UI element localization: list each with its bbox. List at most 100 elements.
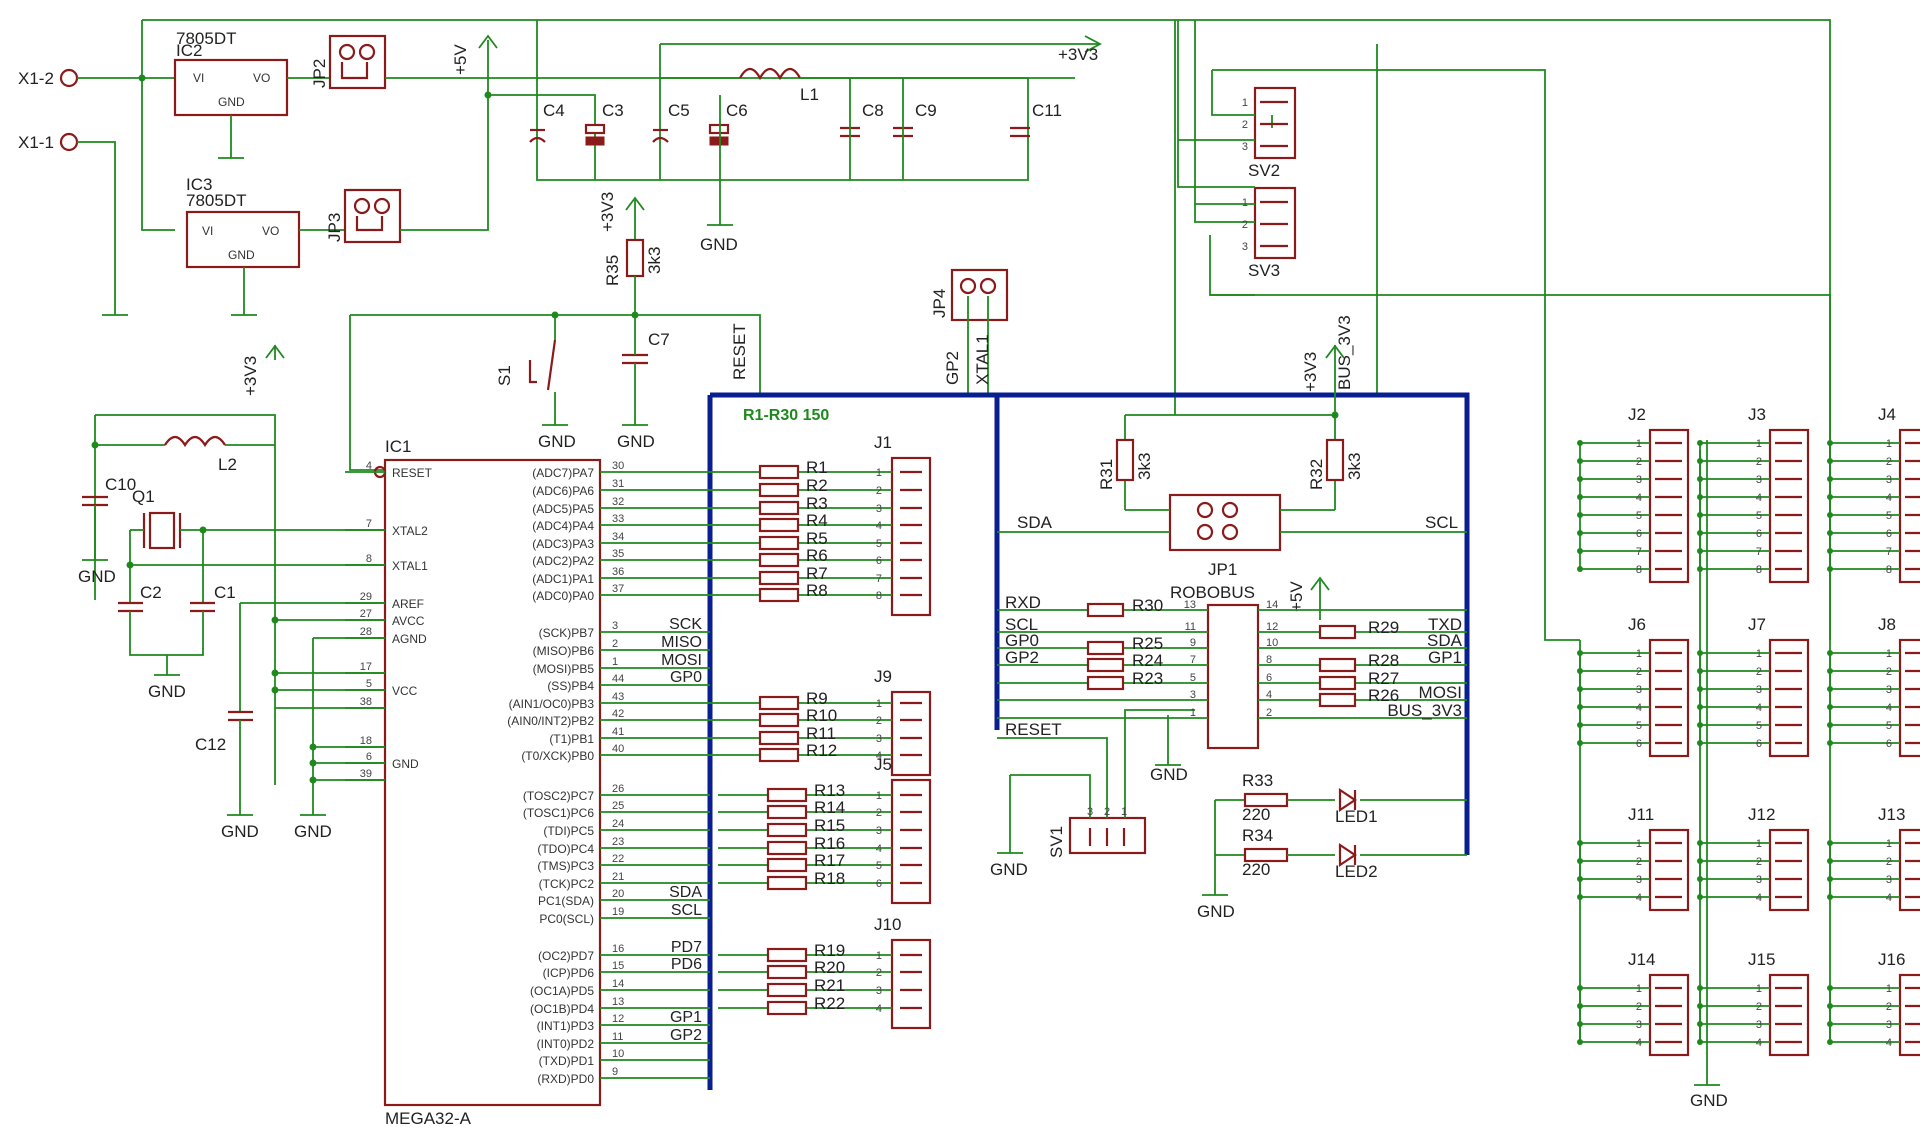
mcu-net-label: GP2: [670, 1027, 702, 1044]
mcu-right-pin-num: 20: [612, 888, 624, 900]
resistor-body: [760, 466, 798, 478]
gnd-mcu: GND: [294, 822, 332, 841]
mcu-left-pin-num: 6: [366, 751, 372, 763]
header-pin-num: 5: [876, 860, 882, 872]
c7-label: C7: [648, 330, 670, 349]
header-pin-num: 4: [876, 843, 882, 855]
pullup-3v3: +3V3: [1301, 352, 1320, 392]
right-header-pin-num: 1: [1636, 838, 1642, 850]
right-header-pin-num: 6: [1886, 738, 1892, 750]
right-header-body: [1900, 430, 1920, 582]
robobus-left-pin: 11: [1185, 621, 1196, 633]
resistor-label: R18: [814, 869, 845, 888]
robobus-left-pin: 7: [1190, 654, 1196, 666]
header-pin-num: 2: [876, 967, 882, 979]
right-header-pin-num: 2: [1636, 856, 1642, 868]
r32-label: R32: [1307, 459, 1326, 490]
right-header-body: [1770, 640, 1808, 756]
robobus-right-resistor: [1320, 677, 1355, 689]
right-header-pin-num: 3: [1756, 874, 1762, 886]
gnd-bottom-label: GND: [1690, 1091, 1728, 1110]
mcu-left-pin-num: 27: [360, 608, 372, 620]
c2-label: C2: [140, 583, 162, 602]
mcu-right-pin-name: (OC1B)PD4: [530, 1002, 594, 1016]
mcu-net-label: MISO: [661, 634, 702, 651]
robobus-left-resistor: [1088, 659, 1123, 671]
resistor-body: [760, 519, 798, 531]
mcu-right-pin-num: 13: [612, 996, 624, 1008]
sv3-label: SV3: [1248, 261, 1280, 280]
mcu-left-pin-num: 29: [360, 591, 372, 603]
header-pin-num: 6: [876, 878, 882, 890]
mcu-left-pin-num: 7: [366, 518, 372, 530]
right-header-pin-num: 1: [1756, 648, 1762, 660]
header-pin-num: 1: [876, 467, 882, 479]
header-pin-num: 4: [876, 1003, 882, 1015]
right-header-pin-num: 6: [1636, 528, 1642, 540]
robobus-right-net: BUS_3V3: [1387, 701, 1462, 720]
resistor-body: [768, 824, 806, 836]
mcu-left-pin-name: AVCC: [392, 614, 425, 628]
right-header-body: [1650, 430, 1688, 582]
resistor-body: [760, 697, 798, 709]
header-body: [892, 458, 930, 615]
right-header-pin-num: 4: [1756, 492, 1762, 504]
c5-label: C5: [668, 101, 690, 120]
right-header-label: J14: [1628, 950, 1655, 969]
right-header-pin-num: 1: [1636, 648, 1642, 660]
mcu-left-pin-num: 8: [366, 553, 372, 565]
mcu-net-label: GP0: [670, 669, 702, 686]
mcu-left-pin-name: GND: [392, 757, 419, 771]
robobus-left-net: RXD: [1005, 593, 1041, 612]
robobus-left-res-label: R23: [1132, 669, 1163, 688]
header-pin-num: 3: [876, 503, 882, 515]
mcu-right-pin-num: 21: [612, 871, 624, 883]
mcu-net-label: SCL: [671, 902, 702, 919]
mcu-right-pin-num: 35: [612, 548, 624, 560]
r31-value: 3k3: [1135, 453, 1154, 480]
resistor-body: [768, 877, 806, 889]
header-pin-num: 3: [876, 733, 882, 745]
mcu-right-pin-num: 43: [612, 691, 624, 703]
right-header-pin-num: 5: [1636, 510, 1642, 522]
mcu-right-pin-name: (TCK)PC2: [539, 877, 595, 891]
ic2-gnd: GND: [218, 95, 245, 109]
resistor-body: [760, 749, 798, 761]
robobus-left-net: GP2: [1005, 648, 1039, 667]
right-header-pin-num: 1: [1886, 983, 1892, 995]
jp1-label: JP1: [1208, 560, 1237, 579]
r31-label: R31: [1097, 459, 1116, 490]
mcu-right-pin-name: PC1(SDA): [538, 894, 594, 908]
gnd-led: GND: [1197, 902, 1235, 921]
resistor-body: [768, 842, 806, 854]
robobus-right-resistor: [1320, 659, 1355, 671]
right-header-pin-num: 7: [1636, 546, 1642, 558]
xtal1-net: XTAL1: [973, 334, 992, 385]
resistor-label: R2: [806, 476, 828, 495]
r34-label: R34: [1242, 826, 1273, 845]
right-header-pin-num: 3: [1636, 684, 1642, 696]
mcu-right-pin-name: (SS)PB4: [547, 679, 594, 693]
sv3-pin-num: 1: [1242, 197, 1248, 209]
mcu-right-pin-num: 11: [612, 1031, 623, 1043]
right-header-pin-num: 2: [1886, 666, 1892, 678]
robobus-right-resistor: [1320, 626, 1355, 638]
bus3v3-label: BUS_3V3: [1335, 315, 1354, 390]
mcu-left-pin-num: 17: [360, 661, 372, 673]
resistor-body: [760, 732, 798, 744]
right-header-pin-num: 3: [1636, 474, 1642, 486]
ic3-vi: VI: [202, 224, 213, 238]
right-header-label: J16: [1878, 950, 1905, 969]
gnd-crystal: GND: [148, 682, 186, 701]
c12-label: C12: [195, 735, 226, 754]
mcu-right-pin-num: 34: [612, 531, 624, 543]
resistor-body: [760, 537, 798, 549]
right-header-pin-num: 4: [1756, 702, 1762, 714]
right-header-pin-num: 7: [1756, 546, 1762, 558]
mcu-right-pin-num: 19: [612, 906, 624, 918]
mcu-ref: IC1: [385, 437, 411, 456]
mcu-value: MEGA32-A: [385, 1109, 472, 1127]
mcu-right-pin-name: (RXD)PD0: [537, 1072, 594, 1086]
resistor-label: R10: [806, 706, 837, 725]
